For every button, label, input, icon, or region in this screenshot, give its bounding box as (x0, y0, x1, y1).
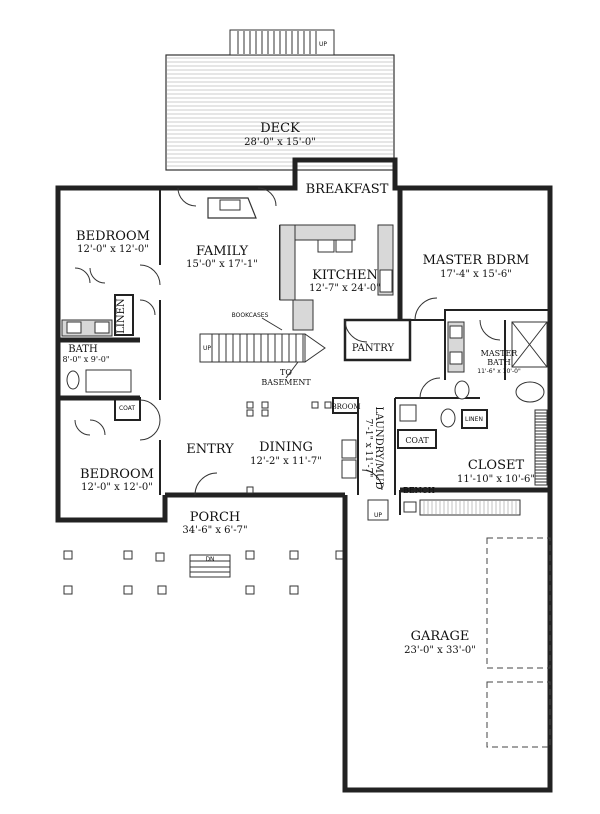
column-post (246, 401, 254, 409)
porch-post (63, 550, 73, 560)
porch-post (289, 550, 299, 560)
laundry-stair-up-label: UP (374, 512, 382, 519)
column-post (311, 401, 319, 409)
breakfast-label: BREAKFAST (306, 182, 389, 197)
bedroom-top-label: BEDROOM (76, 229, 150, 244)
column-post (261, 409, 269, 417)
deck-stair-up-label: UP (319, 41, 327, 48)
bookcases-arrow (261, 317, 283, 331)
entry-label: ENTRY (186, 442, 234, 457)
porch-post (245, 550, 255, 560)
bath-label: BATH (68, 344, 98, 355)
bath-fixtures (61, 319, 548, 479)
column-post (261, 401, 269, 409)
laundry-dims: 7'-1" x 11'-7" (363, 419, 373, 478)
room-labels: DECK 28'-0" x 15'-0" BREAKFAST BEDROOM 1… (62, 121, 535, 656)
laundry-label: LAUNDRY/MUD (373, 407, 384, 490)
garage-area (342, 490, 553, 793)
garage-dims: 23'-0" x 33'-0" (404, 645, 476, 656)
fireplace (207, 197, 257, 219)
porch-post (155, 552, 165, 562)
broom-label: BROOM (331, 403, 360, 411)
garage-label: GARAGE (411, 629, 470, 644)
bedroom-top-dims: 12'-0" x 12'-0" (77, 244, 149, 255)
bench-label: BENCH (403, 486, 435, 495)
porch-label: PORCH (190, 510, 240, 525)
to-basement-label-1: TO (280, 368, 292, 377)
family-dims: 15'-0" x 17'-1" (186, 259, 258, 270)
bath-dims: 8'-0" x 9'-0" (62, 355, 109, 364)
linen-left-label: LINEN (116, 298, 127, 334)
porch-post (289, 585, 299, 595)
porch-dims: 34'-6" x 6'-7" (182, 525, 247, 536)
kitchen-counters (279, 224, 394, 331)
porch-post (63, 585, 73, 595)
column-post (246, 486, 254, 494)
coat-left-label: COAT (119, 405, 135, 412)
interior-stairs (199, 333, 326, 363)
stair-up-label: UP (203, 345, 211, 352)
deck-dims: 28'-0" x 15'-0" (244, 137, 316, 148)
kitchen-dims: 12'-7" x 24'-0" (309, 283, 381, 294)
master-bath-label-2: BATH (487, 358, 511, 367)
closet-dims: 11'-10" x 10'-6" (457, 474, 535, 485)
porch-post (245, 585, 255, 595)
coat-right-label: COAT (405, 436, 429, 445)
kitchen-label: KITCHEN (312, 268, 378, 283)
master-bdrm-label: MASTER BDRM (423, 253, 530, 268)
master-bath-label-1: MASTER (481, 349, 519, 358)
closet-label: CLOSET (468, 458, 525, 473)
pantry-label: PANTRY (352, 343, 395, 354)
porch-stair-dn-label: DN (205, 556, 214, 563)
door-swings (74, 187, 501, 496)
column-post (324, 401, 332, 409)
deck-label: DECK (260, 121, 300, 136)
master-bdrm-dims: 17'-4" x 15'-6" (440, 269, 512, 280)
to-basement-arrow (285, 361, 299, 379)
porch-post (123, 585, 133, 595)
interior-walls (58, 188, 550, 515)
annotations: BOOKCASES TO BASEMENT UP UP UP DN (203, 41, 382, 563)
column-post (246, 409, 254, 417)
porch-post (123, 550, 133, 560)
dining-label: DINING (259, 440, 313, 455)
master-bath-dims: 11'-6" x 10'-0" (477, 368, 521, 375)
bedroom-bottom-label: BEDROOM (80, 467, 154, 482)
family-label: FAMILY (196, 244, 249, 259)
deck-area (165, 29, 395, 171)
bedroom-bottom-dims: 12'-0" x 12'-0" (81, 482, 153, 493)
dining-dims: 12'-2" x 11'-7" (250, 456, 322, 467)
linen-right-label: LINEN (465, 416, 483, 423)
bookcases-label: BOOKCASES (232, 312, 269, 319)
porch-post (157, 585, 167, 595)
to-basement-label-2: BASEMENT (261, 378, 311, 387)
porch-area (63, 401, 345, 595)
